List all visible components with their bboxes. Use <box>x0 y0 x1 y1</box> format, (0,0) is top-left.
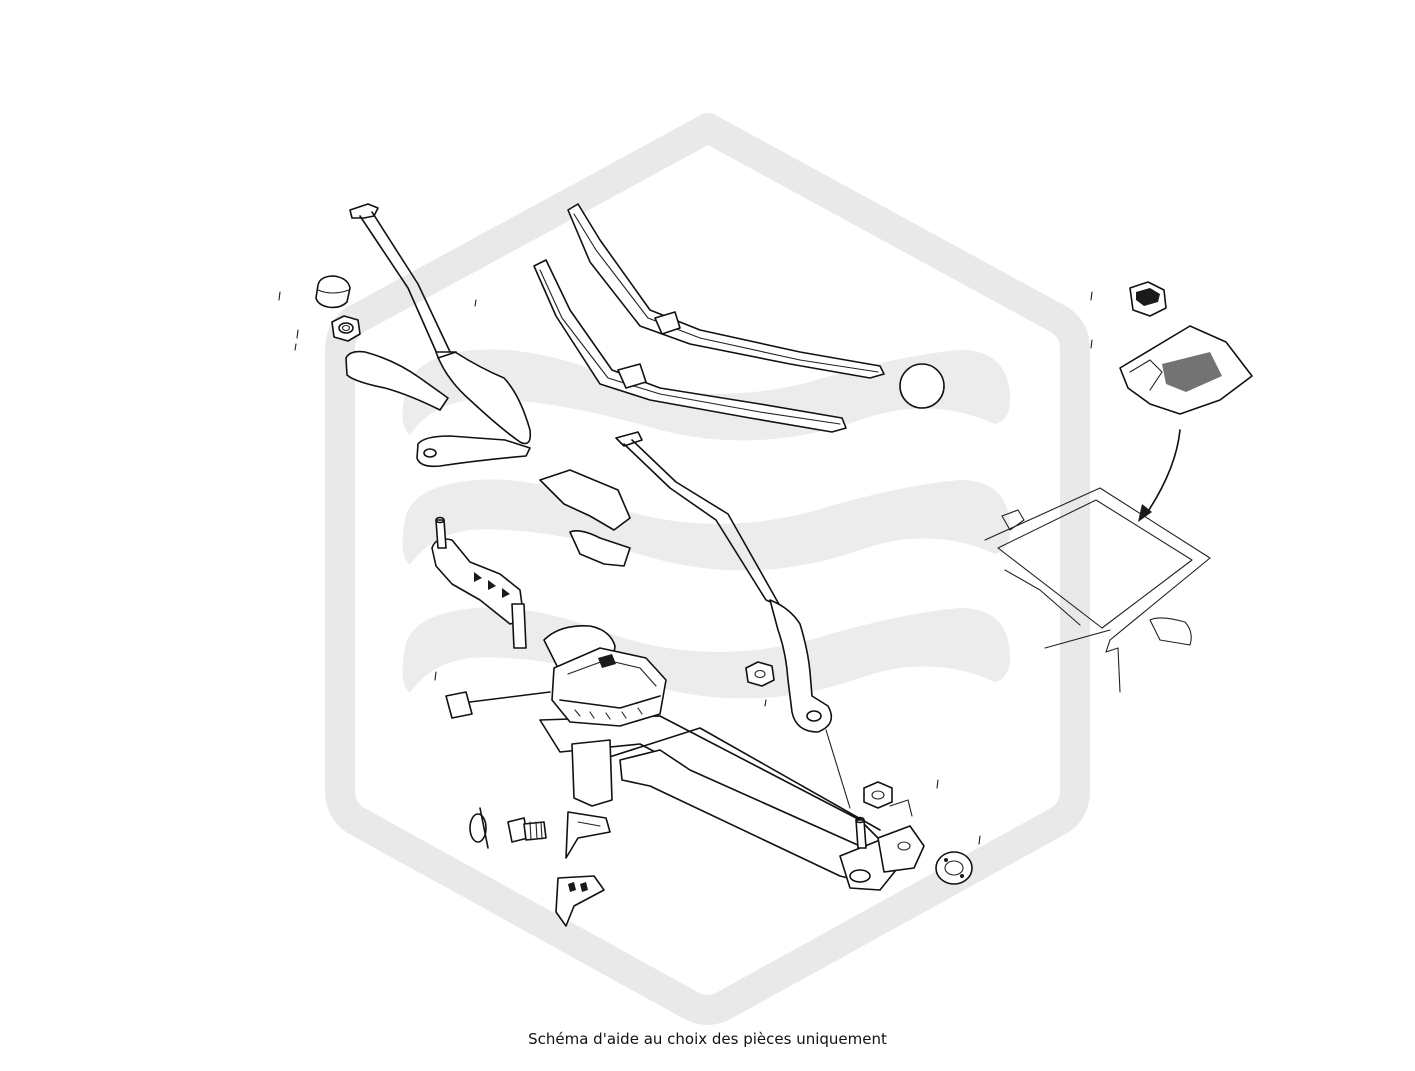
watermark-logo <box>325 113 1090 1025</box>
watermark-wave-bottom <box>402 607 1011 699</box>
sensor-cover-icon[interactable] <box>1119 325 1253 415</box>
connector-icon[interactable] <box>445 691 551 719</box>
bolt-icon[interactable] <box>507 817 547 843</box>
wiper-blade-lower-icon[interactable] <box>533 259 847 433</box>
wiper-linkage-icon[interactable] <box>431 516 925 891</box>
wiper-arm-right-icon[interactable] <box>615 431 833 733</box>
grommet-icon[interactable] <box>469 807 489 849</box>
nut-icon[interactable] <box>745 661 775 687</box>
round-seal-icon[interactable] <box>935 851 973 885</box>
arm-cover-cap-icon[interactable] <box>315 275 351 309</box>
nut-icon[interactable] <box>863 781 893 809</box>
cover-icon[interactable] <box>539 469 631 567</box>
wiper-motor-icon[interactable] <box>543 624 667 727</box>
windshield-icon[interactable] <box>984 487 1211 693</box>
rain-sensor-icon[interactable] <box>1129 281 1167 317</box>
diagram-caption: Schéma d'aide au choix des pièces unique… <box>528 1030 887 1048</box>
arrow-icon <box>1138 429 1181 522</box>
round-seal-icon[interactable] <box>899 363 945 409</box>
wiper-arm-left-icon[interactable] <box>345 203 532 468</box>
watermark-hexagon <box>325 113 1090 1025</box>
wiper-blade-upper-icon[interactable] <box>567 203 885 379</box>
nut-icon[interactable] <box>331 315 361 342</box>
watermark-wave-middle <box>402 479 1011 571</box>
bracket-icon[interactable] <box>555 875 605 927</box>
bracket-icon[interactable] <box>565 811 611 859</box>
leader-lines <box>278 291 1093 845</box>
